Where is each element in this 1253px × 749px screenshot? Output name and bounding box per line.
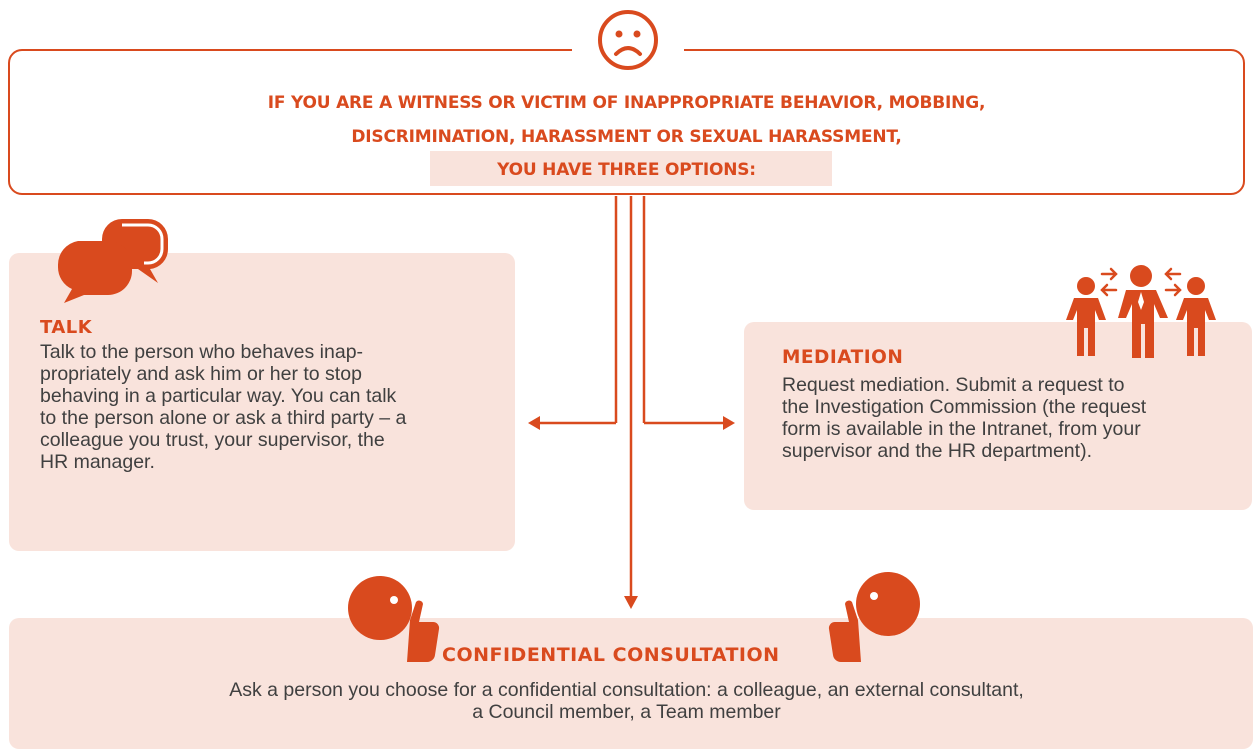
headline-line-1: IF YOU ARE A WITNESS OR VICTIM OF INAPPR…: [267, 93, 986, 113]
confidential-description: Ask a person you choose for a confidenti…: [60, 679, 1193, 723]
whisper-head-right-icon: [828, 572, 920, 663]
headline-highlight-band: [430, 151, 832, 186]
whisper-head-left-icon: [348, 576, 440, 663]
talk-line: to the person alone or ask a third party…: [40, 407, 407, 429]
arrow-down-head: [624, 596, 638, 609]
mediation-people-icon: [1066, 265, 1216, 358]
talk-description: Talk to the person who behaves inap- pro…: [40, 341, 500, 473]
arrow-left-head: [528, 416, 540, 430]
confidential-line: Ask a person you choose for a confidenti…: [229, 679, 1024, 701]
talk-line: Talk to the person who behaves inap-: [40, 341, 364, 363]
frown-face-icon: [598, 10, 658, 70]
talk-card: [9, 253, 515, 551]
arrow-right-head: [723, 416, 735, 430]
confidential-line: a Council member, a Team member: [472, 701, 781, 723]
mediation-line: supervisor and the HR department).: [782, 440, 1092, 462]
headline-line-2: DISCRIMINATION, HARASSMENT OR SEXUAL HAR…: [351, 127, 902, 147]
mediation-card: [744, 322, 1252, 510]
talk-title: TALK: [40, 317, 93, 338]
mediation-title: MEDIATION: [782, 347, 904, 368]
talk-line: HR manager.: [40, 451, 155, 473]
speech-bubbles-icon: [57, 219, 169, 303]
talk-line: behaving in a particular way. You can ta…: [40, 385, 397, 407]
mediation-line: Request mediation. Submit a request to: [782, 374, 1125, 396]
talk-line: colleague you trust, your supervisor, th…: [40, 429, 385, 451]
mediation-description: Request mediation. Submit a request to t…: [782, 374, 1232, 462]
mediation-line: the Investigation Commission (the reques…: [782, 396, 1147, 418]
confidential-card: [9, 618, 1253, 749]
confidential-title: CONFIDENTIAL CONSULTATION: [442, 644, 780, 666]
headline-line-3: YOU HAVE THREE OPTIONS:: [497, 160, 756, 180]
talk-line: propriately and ask him or her to stop: [40, 363, 362, 385]
mediation-line: form is available in the Intranet, from …: [782, 418, 1141, 440]
